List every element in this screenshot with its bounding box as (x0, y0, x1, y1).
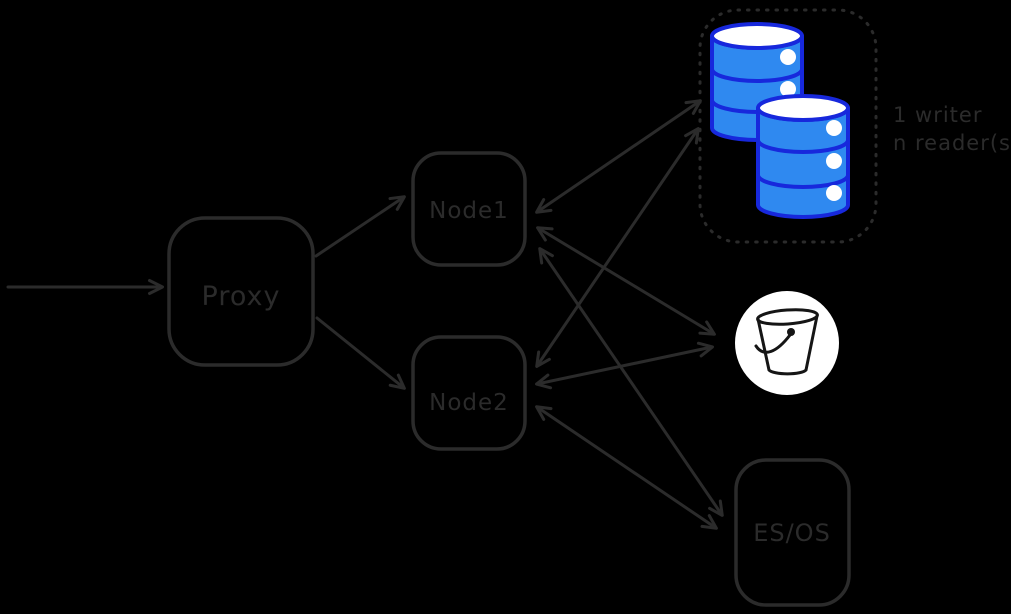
db-back-dot-1 (780, 49, 796, 65)
db-caption-line1: 1 writer (893, 103, 982, 127)
node2-box (411, 335, 527, 451)
arrow-node1-bucket (536, 226, 716, 336)
db-front-separators (756, 138, 850, 189)
db-back-top (710, 22, 804, 50)
bucket-body (756, 314, 819, 376)
db-caption-line2: n reader(s) (893, 131, 1011, 155)
proxy-label: Proxy (202, 281, 281, 312)
bucket-icon (735, 291, 839, 395)
esos-node: ES/OS (734, 458, 851, 607)
db-front-top (756, 94, 850, 122)
arrow-proxy-to-node2 (315, 316, 406, 390)
bucket-circle-background (735, 291, 839, 395)
node2-label: Node2 (429, 390, 509, 416)
esos-label: ES/OS (753, 519, 831, 547)
db-front-dot-1 (826, 120, 842, 136)
db-cluster-caption: 1 writer n reader(s) (893, 103, 1011, 155)
bucket-rim (756, 308, 819, 326)
esos-box (734, 458, 851, 607)
db-front-dot-3 (826, 185, 842, 201)
arrow-node1-esos (538, 247, 724, 517)
node1-node: Node1 (411, 151, 527, 267)
db-cluster (698, 8, 878, 244)
arrow-node1-db (535, 99, 702, 214)
arrow-node2-db (535, 127, 700, 368)
proxy-box (167, 216, 315, 367)
bucket-handle (754, 333, 792, 354)
db-front-dot-2 (826, 153, 842, 169)
db-cylinder-front-icon (756, 94, 850, 219)
arrow-node2-esos (535, 405, 718, 530)
db-cluster-dashed-border (698, 8, 878, 244)
arrow-node2-bucket (535, 341, 714, 390)
node1-label: Node1 (429, 198, 509, 224)
proxy-node: Proxy (167, 216, 315, 367)
node2-node: Node2 (411, 335, 527, 451)
db-back-dot-2 (780, 81, 796, 97)
arrow-proxy-to-node1 (314, 195, 406, 258)
node1-box (411, 151, 527, 267)
bucket-handle-pivot (787, 328, 795, 336)
